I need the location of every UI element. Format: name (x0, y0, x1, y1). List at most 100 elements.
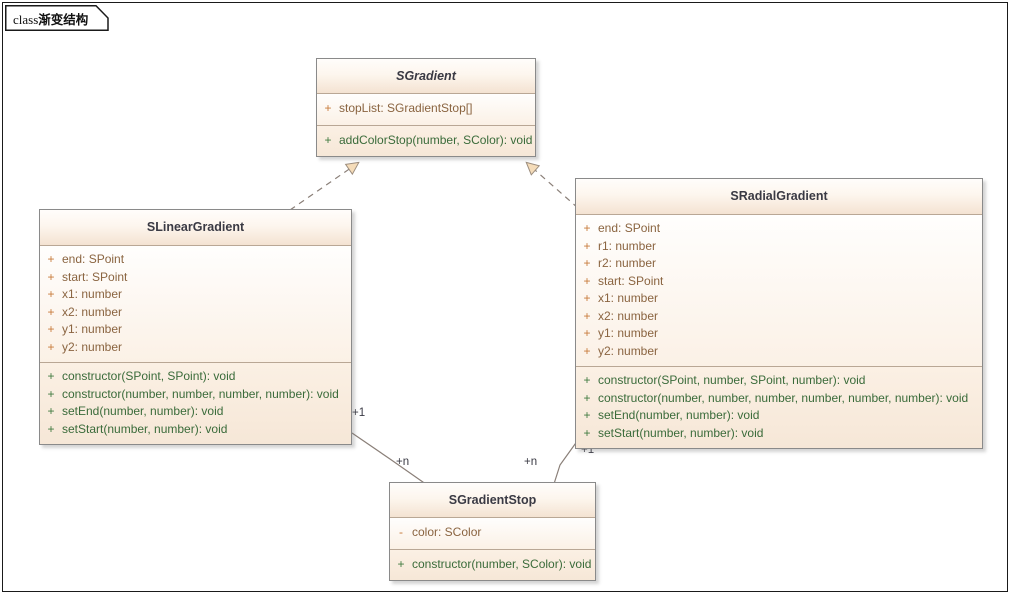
attribute-row: + stopList: SGradientStop[] (317, 100, 535, 118)
operation-row: + setStart(number, number): void (576, 425, 982, 443)
operation-row: + addColorStop(number, SColor): void (317, 132, 535, 150)
visibility-marker: - (399, 525, 403, 539)
attribute-row: + r1: number (576, 238, 982, 256)
class-title-sradialgradient: SRadialGradient (576, 179, 982, 215)
attribute-signature: r1: number (598, 238, 657, 253)
visibility-marker: + (47, 386, 55, 401)
visibility-marker: + (583, 425, 591, 440)
attribute-row: + x1: number (40, 286, 351, 304)
visibility-marker: + (324, 132, 332, 147)
attribute-row: + x2: number (576, 308, 982, 326)
attribute-signature: end: SPoint (598, 221, 661, 235)
visibility-marker: + (47, 322, 55, 336)
visibility-marker: + (583, 291, 591, 305)
visibility-marker: + (583, 273, 591, 288)
attribute-row: + x2: number (40, 304, 351, 322)
attribute-signature: r2: number (598, 256, 657, 270)
visibility-marker: + (47, 287, 55, 301)
operation-signature: constructor(number, number, number, numb… (598, 390, 969, 405)
operation-signature: constructor(number, SColor): void (412, 556, 592, 571)
operation-signature: constructor(SPoint, SPoint): void (62, 369, 236, 383)
attribute-signature: stopList: SGradientStop[] (339, 101, 473, 115)
visibility-marker: + (583, 373, 591, 387)
visibility-marker: + (47, 369, 55, 383)
class-title-sgradientstop: SGradientStop (390, 483, 595, 518)
attribute-signature: x2: number (598, 308, 659, 323)
operation-signature: setStart(number, number): void (62, 421, 228, 436)
attribute-row: + y1: number (576, 325, 982, 343)
class-attributes-sgradientstop: - color: SColor (390, 518, 595, 550)
attribute-row: + end: SPoint (576, 220, 982, 238)
operation-signature: constructor(number, number, number, numb… (62, 386, 339, 401)
multiplicity-linear-source: +1 (352, 407, 366, 419)
visibility-marker: + (324, 101, 332, 115)
visibility-marker: + (583, 308, 591, 323)
operation-signature: constructor(SPoint, number, SPoint, numb… (598, 373, 866, 387)
operation-row: + setStart(number, number): void (40, 421, 351, 439)
attribute-row: + start: SPoint (576, 273, 982, 291)
visibility-marker: + (47, 339, 55, 354)
attribute-row: + y2: number (576, 343, 982, 361)
multiplicity-linear-target: +n (396, 456, 410, 468)
attribute-signature: end: SPoint (62, 252, 125, 266)
class-operations-sgradientstop: + constructor(number, SColor): void (390, 549, 595, 580)
class-box-sgradient[interactable]: SGradient + stopList: SGradientStop[] + … (316, 58, 536, 157)
frame-title-text: 渐变结构 (38, 13, 89, 27)
operation-signature: setEnd(number, number): void (598, 408, 760, 422)
visibility-marker: + (47, 304, 55, 319)
operation-row: + setEnd(number, number): void (40, 403, 351, 421)
visibility-marker: + (583, 408, 591, 422)
operation-signature: addColorStop(number, SColor): void (339, 132, 533, 147)
operation-row: + constructor(SPoint, number, SPoint, nu… (576, 372, 982, 390)
attribute-row: + y2: number (40, 339, 351, 357)
class-operations-sgradient: + addColorStop(number, SColor): void (317, 125, 535, 156)
operation-row: + constructor(SPoint, SPoint): void (40, 368, 351, 386)
attribute-row: + end: SPoint (40, 251, 351, 269)
attribute-signature: x2: number (62, 304, 123, 319)
operation-row: + constructor(number, number, number, nu… (576, 390, 982, 408)
visibility-marker: + (583, 256, 591, 270)
frame-tab-shape (5, 5, 109, 31)
class-attributes-sradialgradient: + end: SPoint + r1: number + r2: number … (576, 215, 982, 367)
attribute-row: + r2: number (576, 255, 982, 273)
class-title-slineargradient: SLinearGradient (40, 210, 351, 246)
attribute-signature: y1: number (598, 326, 659, 340)
attribute-signature: x1: number (62, 287, 123, 301)
visibility-marker: + (583, 221, 591, 235)
frame-title-label: class渐变结构 (13, 9, 88, 28)
attribute-signature: y1: number (62, 322, 123, 336)
operation-row: + constructor(number, number, number, nu… (40, 386, 351, 404)
class-operations-sradialgradient: + constructor(SPoint, number, SPoint, nu… (576, 367, 982, 448)
operation-signature: setEnd(number, number): void (62, 404, 224, 418)
attribute-row: - color: SColor (390, 524, 595, 542)
visibility-marker: + (583, 238, 591, 253)
attribute-signature: y2: number (62, 339, 123, 354)
class-box-slineargradient[interactable]: SLinearGradient + end: SPoint + start: S… (39, 209, 352, 445)
operation-row: + constructor(number, SColor): void (390, 556, 595, 574)
visibility-marker: + (47, 421, 55, 436)
attribute-row: + x1: number (576, 290, 982, 308)
attribute-row: + start: SPoint (40, 269, 351, 287)
visibility-marker: + (47, 404, 55, 418)
visibility-marker: + (397, 556, 405, 571)
operation-signature: setStart(number, number): void (598, 425, 764, 440)
operation-row: + setEnd(number, number): void (576, 407, 982, 425)
frame-keyword: class (13, 12, 39, 27)
attribute-signature: start: SPoint (598, 273, 664, 288)
attribute-signature: x1: number (598, 291, 659, 305)
class-operations-slineargradient: + constructor(SPoint, SPoint): void + co… (40, 363, 351, 444)
attribute-row: + y1: number (40, 321, 351, 339)
class-attributes-slineargradient: + end: SPoint + start: SPoint + x1: numb… (40, 246, 351, 363)
attribute-signature: color: SColor (412, 525, 482, 539)
frame-title-tab: class渐变结构 (5, 5, 109, 31)
attribute-signature: start: SPoint (62, 269, 128, 284)
visibility-marker: + (47, 252, 55, 266)
class-box-sgradientstop[interactable]: SGradientStop - color: SColor + construc… (389, 482, 596, 581)
visibility-marker: + (583, 390, 591, 405)
multiplicity-radial-target: +n (524, 456, 538, 468)
attribute-signature: y2: number (598, 343, 659, 358)
class-title-sgradient: SGradient (317, 59, 535, 94)
visibility-marker: + (583, 326, 591, 340)
class-attributes-sgradient: + stopList: SGradientStop[] (317, 94, 535, 126)
class-box-sradialgradient[interactable]: SRadialGradient + end: SPoint + r1: numb… (575, 178, 983, 449)
